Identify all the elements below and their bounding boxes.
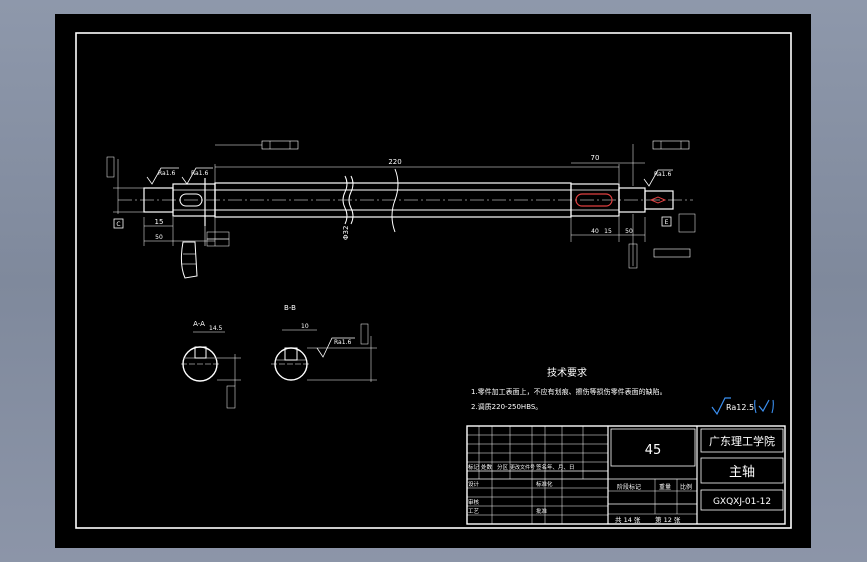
tb-weight-label: 重量: [659, 483, 671, 491]
roughness-left-1: Ra1.6: [158, 170, 175, 177]
tb-total-sheets: 共 14 张: [615, 515, 641, 524]
roughness-symbols: Ra1.6 Ra1.6 Ra1.6: [146, 167, 673, 187]
tb-row-label-5: 签名: [536, 463, 547, 471]
datum-e: E: [665, 219, 669, 226]
section-aa-dim: 14.5: [209, 325, 223, 332]
tb-row-label-3: 分区: [497, 463, 509, 471]
tech-req-item-2: 2.调质220-250HBS。: [471, 402, 542, 411]
tb-process-label: 工艺: [468, 508, 480, 515]
roughness-section-b: Ra1.6: [334, 339, 351, 346]
dim-shaft-dia: Φ32: [342, 226, 350, 240]
main-shaft-view: [118, 168, 693, 279]
dim-overall-length: 220: [388, 158, 401, 166]
tb-row-label-2: 处数: [481, 463, 493, 471]
dimensions: 220 70 15 50 C 40 15 50: [106, 140, 696, 269]
tb-row-label-6: 年、月、日: [547, 463, 575, 471]
tb-sheet-no: 第 12 张: [655, 515, 681, 524]
roughness-left-2: Ra1.6: [191, 170, 208, 177]
roughness-note: Ra12.5: [726, 403, 754, 412]
tb-scale-label: 比例: [680, 483, 692, 491]
datum-c: C: [116, 221, 120, 228]
cad-drawing: 220 70 15 50 C 40 15 50: [75, 32, 792, 529]
tb-school: 广东理工学院: [709, 434, 775, 448]
drawing-sheet: 220 70 15 50 C 40 15 50: [55, 14, 811, 548]
tech-req-title: 技术要求: [547, 366, 587, 379]
title-block: 标记 处数 分区 更改文件号 签名 年、月、日 设计 标准化 审核 工艺 批准 …: [466, 425, 786, 525]
tb-row-label-4: 更改文件号: [510, 464, 535, 471]
section-bb-label: B-B: [284, 304, 296, 312]
dim-left-end: 15: [155, 218, 164, 226]
tb-stage-mark-label: 阶段标记: [617, 483, 641, 491]
roughness-right: Ra1.6: [654, 171, 671, 178]
tb-part-name: 主轴: [729, 465, 755, 480]
section-aa: A-A 14.5: [181, 320, 241, 409]
dim-right-a: 40: [591, 228, 599, 235]
tb-review-label: 审核: [468, 498, 480, 506]
tb-standardize-label: 标准化: [536, 480, 553, 488]
tb-approve-label: 批准: [536, 507, 548, 515]
dim-left-mid: 50: [155, 234, 163, 241]
tb-design-label: 设计: [468, 480, 480, 488]
section-bb: B-B 10 Ra1.6: [271, 304, 377, 382]
dim-right-c: 50: [625, 228, 633, 235]
tb-drawing-no: GXQXJ-01-12: [713, 497, 771, 507]
technical-requirements: 技术要求 1.零件加工表面上，不应有划痕、擦伤等损伤零件表面的缺陷。 2.调质2…: [471, 366, 667, 411]
tb-material: 45: [645, 443, 662, 458]
inner-border: [75, 32, 792, 529]
dim-right-section: 70: [591, 154, 600, 162]
dim-right-b: 15: [604, 228, 612, 235]
tb-row-label-1: 标记: [468, 463, 480, 471]
section-aa-label: A-A: [193, 320, 205, 328]
tech-req-item-1: 1.零件加工表面上，不应有划痕、擦伤等损伤零件表面的缺陷。: [471, 387, 667, 396]
general-roughness: Ra12.5: [711, 397, 774, 416]
section-bb-dim: 10: [301, 323, 309, 330]
